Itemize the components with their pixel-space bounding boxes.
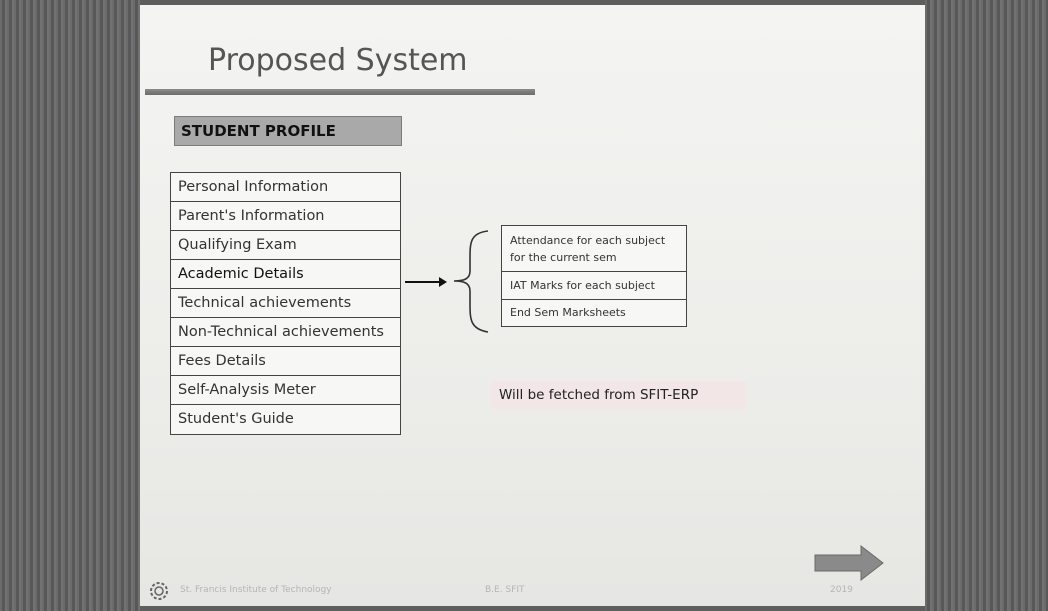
photo-background-left	[0, 0, 140, 611]
menu-item-students-guide[interactable]: Student's Guide	[178, 411, 294, 427]
menu-item-non-technical-achievements[interactable]: Non-Technical achievements	[171, 318, 400, 347]
slide-title: Proposed System	[208, 43, 468, 78]
menu-item-technical-achievements[interactable]: Technical achievements	[171, 289, 400, 318]
right-arrow-icon[interactable]	[813, 545, 885, 581]
detail-end-sem-marksheets: End Sem Marksheets	[510, 306, 626, 319]
menu-item-fees-details[interactable]: Fees Details	[171, 347, 400, 376]
footer-right: 2019	[830, 585, 853, 595]
gear-logo-icon	[150, 582, 168, 600]
slide-footer: St. Francis Institute of Technology B.E.…	[140, 577, 925, 606]
menu-item-personal-information[interactable]: Personal Information	[171, 173, 400, 202]
photo-background-right	[925, 0, 1048, 611]
student-profile-menu: Personal Information Parent's Informatio…	[170, 172, 401, 435]
footer-center: B.E. SFIT	[485, 585, 525, 595]
connector-arrow-icon	[405, 277, 447, 287]
menu-item-academic-details[interactable]: Academic Details	[171, 260, 400, 289]
detail-attendance: Attendance for each subject for the curr…	[502, 226, 686, 272]
detail-iat-marks: IAT Marks for each subject	[502, 272, 686, 300]
title-underline	[145, 89, 535, 95]
presentation-slide: Proposed System STUDENT PROFILE Personal…	[140, 5, 925, 606]
curly-brace-icon	[453, 230, 489, 333]
erp-note: Will be fetched from SFIT-ERP	[491, 381, 746, 409]
academic-details-box: Attendance for each subject for the curr…	[501, 225, 687, 327]
menu-item-self-analysis-meter[interactable]: Self-Analysis Meter	[171, 376, 400, 405]
menu-item-qualifying-exam[interactable]: Qualifying Exam	[171, 231, 400, 260]
footer-institute: St. Francis Institute of Technology	[180, 585, 332, 595]
student-profile-heading: STUDENT PROFILE	[174, 116, 402, 146]
menu-item-parents-information[interactable]: Parent's Information	[171, 202, 400, 231]
